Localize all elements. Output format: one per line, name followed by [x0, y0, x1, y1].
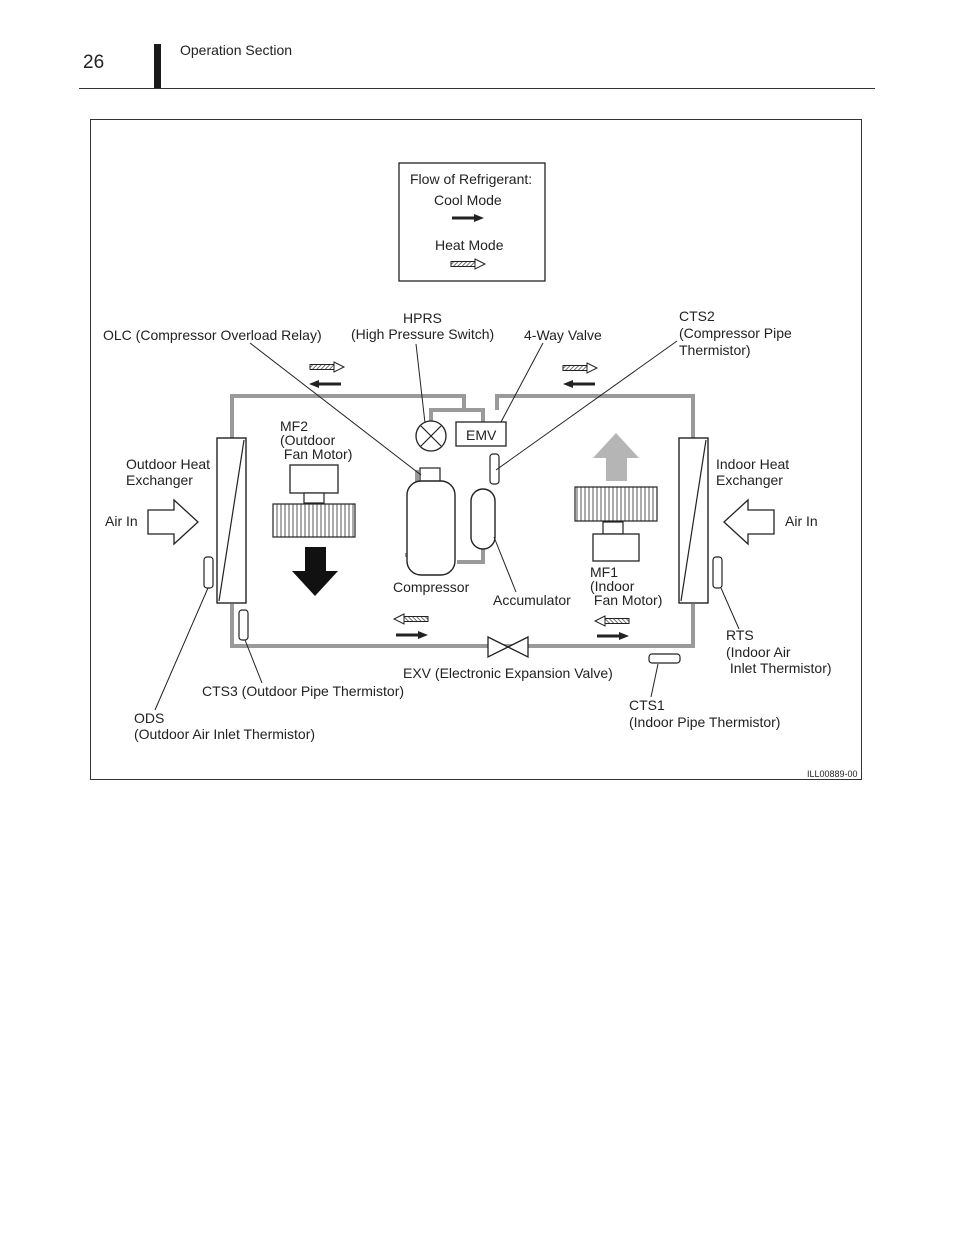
diagram-frame: [90, 119, 862, 780]
emv-label: EMV: [466, 427, 497, 443]
cts2-sensor: [489, 453, 500, 485]
rts-label: RTS: [726, 627, 754, 643]
cts2-label: CTS2: [679, 308, 715, 324]
air-in-left-label: Air In: [105, 513, 138, 529]
hprs-description: (High Pressure Switch): [351, 326, 494, 342]
outdoor-heat-exchanger-label-2: Exchanger: [126, 472, 193, 488]
bottom-left-cool-flow-arrow-icon: [394, 629, 430, 641]
exv-valve-icon-right: [506, 635, 529, 659]
compressor: [406, 467, 456, 576]
cts2-description-2: Thermistor): [679, 342, 751, 358]
section-title: Operation Section: [180, 42, 293, 58]
outdoor-fan-motor-mf2: [272, 464, 356, 538]
exv-label: EXV (Electronic Expansion Valve): [403, 665, 613, 681]
ods-description: (Outdoor Air Inlet Thermistor): [134, 726, 315, 742]
legend-cool-mode-label: Cool Mode: [434, 192, 502, 208]
bottom-right-heat-flow-arrow-icon: [594, 615, 630, 627]
emv-box: [455, 421, 507, 447]
rts-sensor: [712, 556, 723, 589]
top-right-cool-flow-arrow-icon: [561, 378, 597, 390]
legend-title: Flow of Refrigerant:: [410, 171, 532, 187]
bottom-left-heat-flow-arrow-icon: [393, 613, 429, 625]
page-number: 26: [83, 52, 105, 73]
four-way-valve-label: 4-Way Valve: [524, 327, 602, 343]
indoor-airflow-up-arrow-icon: [593, 433, 639, 481]
top-left-heat-flow-arrow-icon: [309, 361, 345, 373]
rts-description-1: (Indoor Air: [726, 644, 791, 660]
exv-valve-icon: [487, 635, 510, 659]
accumulator-label: Accumulator: [493, 592, 571, 608]
ods-label: ODS: [134, 710, 164, 726]
figure-id: ILL00889-00: [807, 769, 858, 779]
header-bar: [154, 44, 161, 88]
mf1-description-1: (Indoor: [590, 578, 635, 594]
indoor-heat-exchanger-label-1: Indoor Heat: [716, 456, 789, 472]
bottom-right-cool-flow-arrow-icon: [595, 630, 631, 642]
air-in-right-label: Air In: [785, 513, 818, 529]
air-in-left-arrow-icon: [147, 498, 199, 546]
leader-lines: [154, 340, 740, 711]
cts2-description-1: (Compressor Pipe: [679, 325, 792, 341]
air-in-right-arrow-icon: [723, 498, 775, 546]
indoor-heat-exchanger: [678, 437, 709, 604]
cts1-sensor: [648, 653, 681, 664]
mf2-label: MF2: [280, 418, 308, 434]
hprs-pressure-switch-icon: [415, 420, 447, 452]
mf1-description-2: Fan Motor): [590, 592, 662, 608]
rts-description-2: Inlet Thermistor): [726, 660, 832, 676]
olc-label: OLC (Compressor Overload Relay): [103, 327, 322, 343]
cts3-sensor: [238, 609, 249, 641]
top-left-cool-flow-arrow-icon: [307, 378, 343, 390]
cts3-label: CTS3 (Outdoor Pipe Thermistor): [202, 683, 404, 699]
outdoor-heat-exchanger: [216, 437, 247, 604]
hprs-label: HPRS: [403, 310, 442, 326]
outdoor-airflow-down-arrow-icon: [292, 547, 338, 596]
outdoor-heat-exchanger-label-1: Outdoor Heat: [126, 456, 210, 472]
cts1-description: (Indoor Pipe Thermistor): [629, 714, 780, 730]
mf2-description-1: (Outdoor: [280, 432, 336, 448]
accumulator: [470, 488, 496, 550]
header-rule: [79, 88, 875, 89]
top-right-heat-flow-arrow-icon: [562, 362, 598, 374]
mf2-description-2: Fan Motor): [280, 446, 352, 462]
legend-heat-mode-label: Heat Mode: [435, 237, 504, 253]
cts1-label: CTS1: [629, 697, 665, 713]
ods-sensor: [203, 556, 214, 589]
mf1-label: MF1: [590, 564, 618, 580]
indoor-fan-motor-mf1: [574, 486, 658, 562]
compressor-label: Compressor: [393, 579, 470, 595]
indoor-heat-exchanger-label-2: Exchanger: [716, 472, 783, 488]
